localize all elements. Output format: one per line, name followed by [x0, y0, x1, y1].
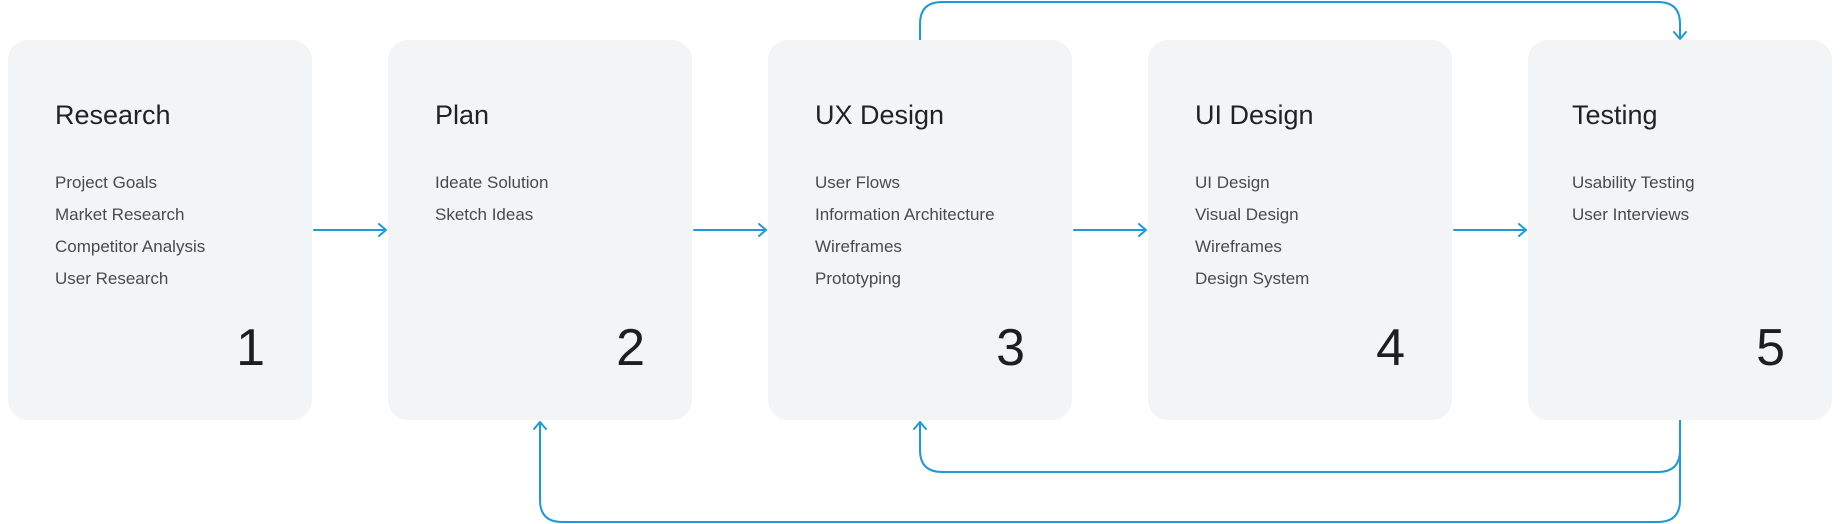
- stage-item-list: Usability Testing User Interviews: [1572, 167, 1695, 231]
- stage-title: UX Design: [815, 100, 945, 130]
- stage-item-list: UI Design Visual Design Wireframes Desig…: [1195, 167, 1309, 295]
- stage-card-ui-design: UI Design UI Design Visual Design Wirefr…: [1148, 40, 1452, 420]
- list-item: Competitor Analysis: [55, 237, 206, 256]
- stage-number: 2: [616, 319, 645, 377]
- list-item: Prototyping: [815, 269, 901, 288]
- stage-title: UI Design: [1195, 100, 1314, 130]
- list-item: Usability Testing: [1572, 173, 1695, 192]
- list-item: User Flows: [815, 173, 901, 192]
- list-item: Visual Design: [1195, 205, 1299, 224]
- list-item: Wireframes: [1195, 237, 1282, 256]
- stage-item-list: User Flows Information Architecture Wire…: [815, 167, 995, 295]
- list-item: Market Research: [55, 205, 185, 224]
- arrow-research-to-plan: [313, 223, 387, 237]
- stage-card-plan: Plan Ideate Solution Sketch Ideas 2: [388, 40, 692, 420]
- list-item: Design System: [1195, 269, 1310, 288]
- stage-number: 3: [996, 319, 1025, 377]
- list-item: User Research: [55, 269, 169, 288]
- list-item: Sketch Ideas: [435, 205, 534, 224]
- arrow-ui-design-to-testing: [1453, 223, 1527, 237]
- list-item: Information Architecture: [815, 205, 995, 224]
- stage-number: 4: [1376, 319, 1405, 377]
- loop-testing-to-plan: [533, 421, 1681, 523]
- arrow-ux-design-to-ui-design: [1073, 223, 1147, 237]
- stage-title: Research: [55, 100, 171, 130]
- stage-item-list: Project Goals Market Research Competitor…: [55, 167, 205, 295]
- arrow-plan-to-ux-design: [693, 223, 767, 237]
- stage-card-ux-design: UX Design User Flows Information Archite…: [768, 40, 1072, 420]
- stage-number: 5: [1756, 319, 1785, 377]
- list-item: Wireframes: [815, 237, 902, 256]
- stage-title: Plan: [435, 100, 490, 130]
- list-item: User Interviews: [1572, 205, 1690, 224]
- loop-ux-design-to-testing: [919, 1, 1687, 41]
- stage-card-research: Research Project Goals Market Research C…: [8, 40, 312, 420]
- loop-testing-to-ux-design: [913, 419, 1681, 473]
- stage-number: 1: [236, 319, 265, 377]
- list-item: Project Goals: [55, 173, 158, 192]
- list-item: Ideate Solution: [435, 173, 549, 192]
- stage-title: Testing: [1572, 100, 1658, 130]
- stage-item-list: Ideate Solution Sketch Ideas: [435, 167, 548, 231]
- stage-card-testing: Testing Usability Testing User Interview…: [1528, 40, 1832, 420]
- list-item: UI Design: [1195, 173, 1270, 192]
